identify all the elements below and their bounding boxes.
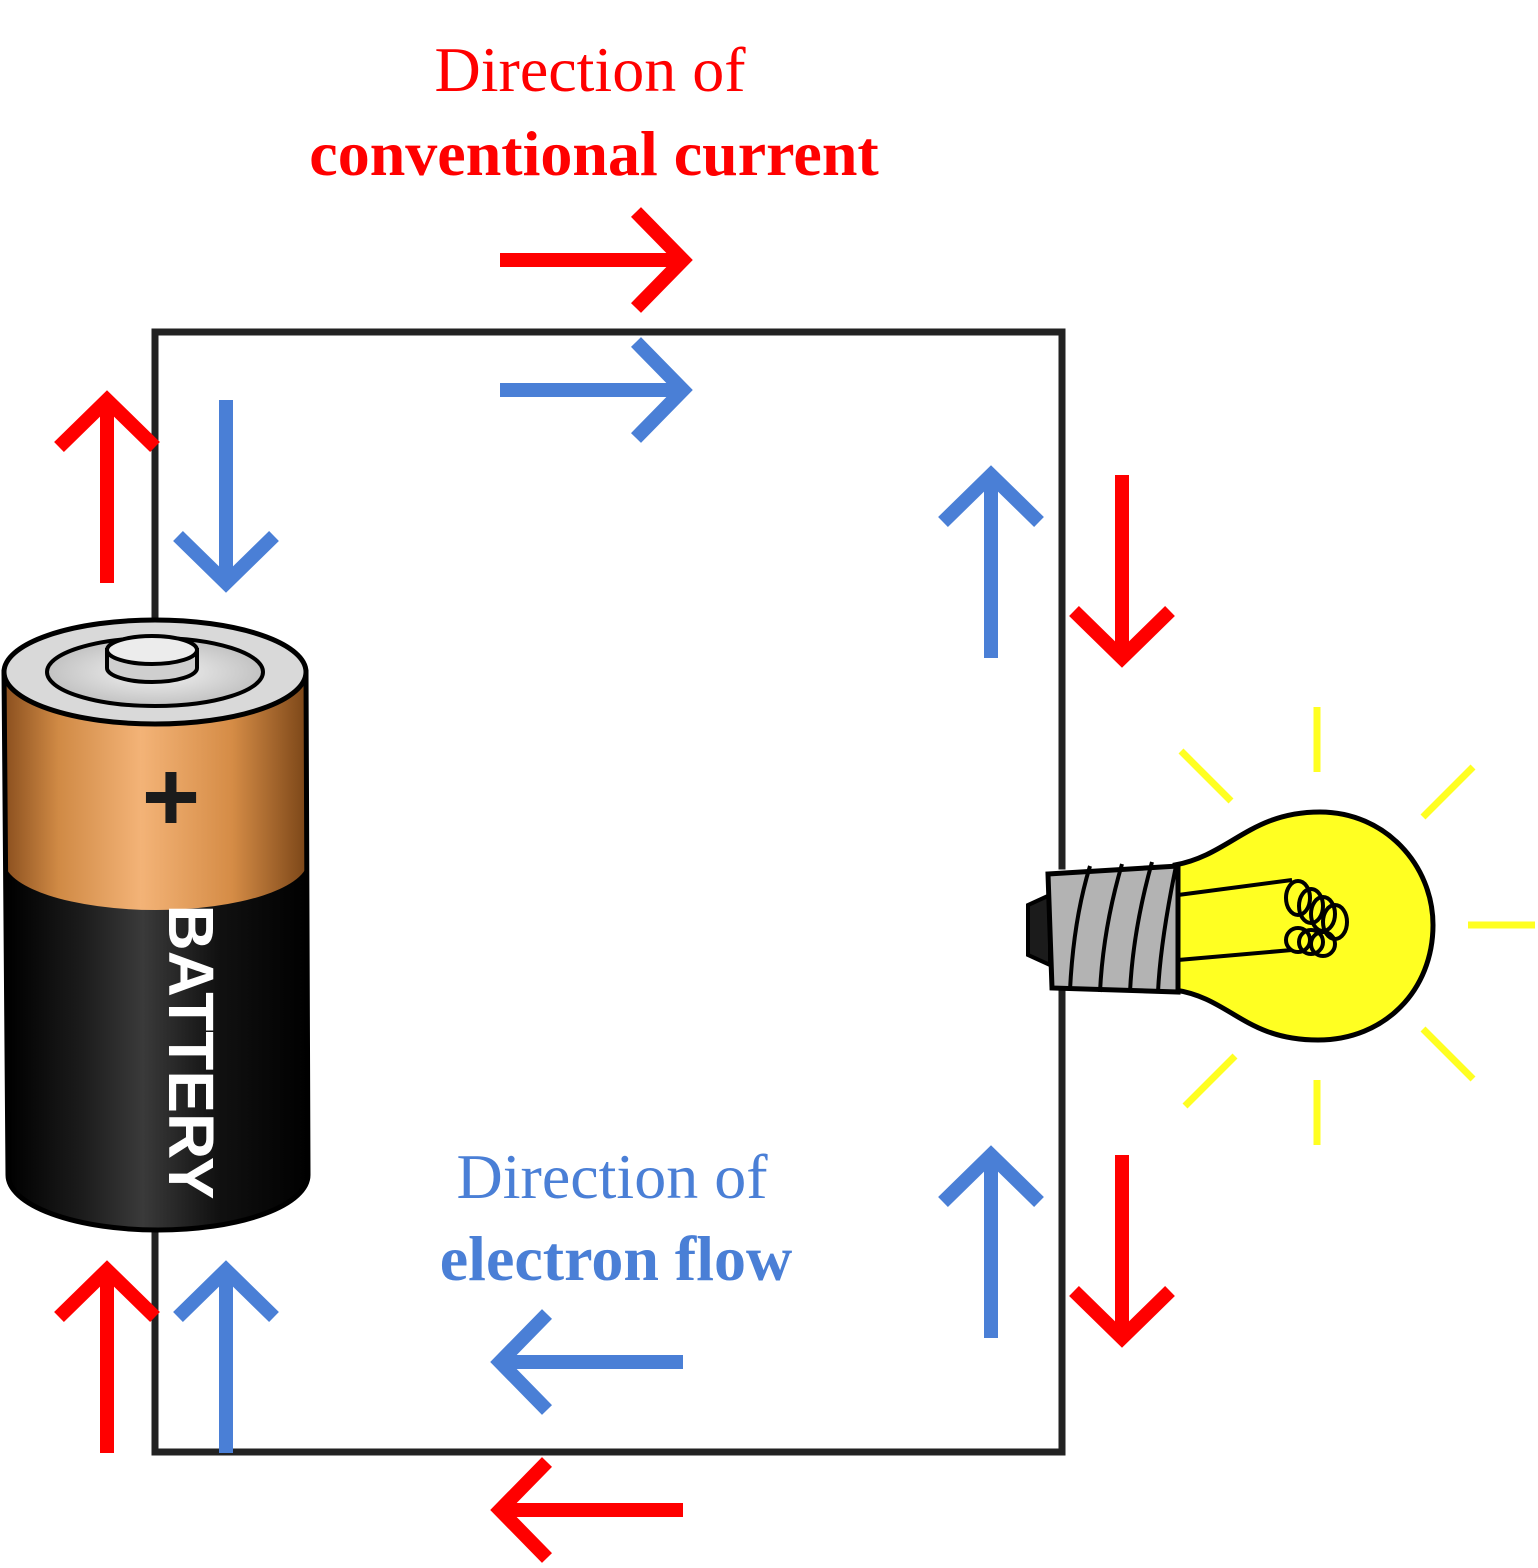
light-ray: [1182, 1053, 1238, 1109]
wire-bottom: [151, 980, 1066, 1456]
light-rays: [1178, 707, 1535, 1145]
conventional-arrow-left: [490, 1457, 683, 1563]
electron-flow-label: Direction of electron flow: [424, 1145, 808, 1291]
light-ray: [1420, 764, 1476, 820]
bulb-glass: [1172, 809, 1436, 1043]
wire-top: [151, 328, 1066, 870]
electron-arrow-right: [500, 337, 693, 443]
electron-arrow-down: [173, 400, 279, 593]
battery-body: [8, 860, 308, 1230]
conventional-arrow-down: [1069, 475, 1175, 668]
conventional-arrow-up: [54, 1260, 160, 1453]
electron-arrow-up: [938, 1145, 1044, 1338]
electron-arrow-up: [938, 465, 1044, 658]
battery-cap: [4, 670, 308, 910]
bulb-filament: [1177, 878, 1349, 962]
battery-plus-sign: +: [142, 741, 200, 853]
conventional-current-arrows: [54, 207, 1175, 1563]
bulb-threads: [1068, 861, 1178, 993]
battery-terminal-top: [105, 634, 199, 666]
electron-label-line2: electron flow: [439, 1223, 793, 1294]
electron-flow-arrows: [173, 337, 1044, 1453]
conventional-label-line2: conventional current: [309, 118, 879, 189]
battery: + BATTERY: [1, 617, 311, 1233]
conventional-arrow-right: [500, 207, 693, 313]
battery-outline: [1, 669, 311, 1233]
conventional-arrow-down: [1069, 1155, 1175, 1348]
battery-label: BATTERY: [155, 905, 227, 1200]
wire: [151, 328, 1066, 1456]
electron-arrow-left: [490, 1309, 683, 1415]
conventional-arrow-up: [54, 390, 160, 583]
electron-arrow-up: [173, 1260, 279, 1453]
conventional-label-line1: Direction of: [434, 34, 746, 105]
electron-label-line1: Direction of: [456, 1141, 768, 1212]
light-ray: [1420, 1026, 1476, 1082]
light-bulb: [1026, 707, 1535, 1145]
conventional-current-label: Direction of conventional current: [283, 38, 905, 186]
light-ray: [1178, 748, 1234, 804]
